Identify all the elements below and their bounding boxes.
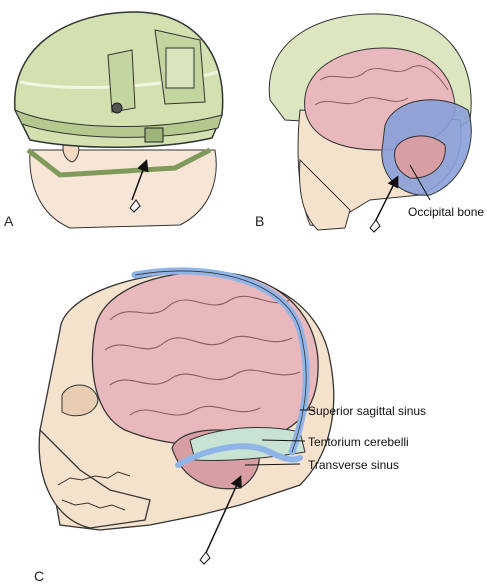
arrow-icon (131, 159, 149, 201)
arrow-icon (374, 175, 399, 223)
leader-tentorium (261, 439, 306, 442)
helmet-rim (13, 108, 223, 138)
jaw (299, 158, 351, 231)
brain-gyri (314, 65, 449, 106)
panel-c-illustration (38, 267, 335, 565)
label-superior-sagittal-sinus: Superior sagittal sinus (308, 404, 427, 418)
helmet-pouch-patch (165, 47, 195, 89)
arrow-icon (204, 475, 242, 556)
leader-transverse (244, 463, 301, 466)
cerebellum (394, 135, 446, 179)
helmet-side-mount (107, 49, 136, 113)
superior-sagittal-sinus-outline (134, 270, 307, 453)
brain-large (91, 271, 319, 446)
panel-a-illustration (13, 11, 224, 229)
panel-a-letter: A (4, 213, 14, 229)
fragment-icon (199, 551, 211, 565)
brain-gyri-large (104, 295, 301, 416)
label-occipital-bone: Occipital bone (408, 205, 485, 219)
panel-b-illustration (268, 13, 472, 233)
panel-b-letter: B (255, 213, 265, 229)
teeth (57, 471, 131, 511)
helmet-bolt (111, 102, 123, 114)
occipital-leader (409, 164, 431, 201)
fragment-icon (129, 199, 141, 213)
fragment-icon (369, 219, 381, 233)
chin-strap (26, 147, 212, 178)
strap-buckle (144, 127, 164, 143)
label-tentorium-cerebelli: Tentorium cerebelli (308, 435, 409, 449)
label-transverse-sinus: Transverse sinus (308, 458, 399, 472)
transverse-sinus (175, 443, 303, 468)
eye-socket (61, 384, 99, 417)
panel-c-letter: C (34, 568, 45, 584)
jaw-large (38, 428, 151, 529)
